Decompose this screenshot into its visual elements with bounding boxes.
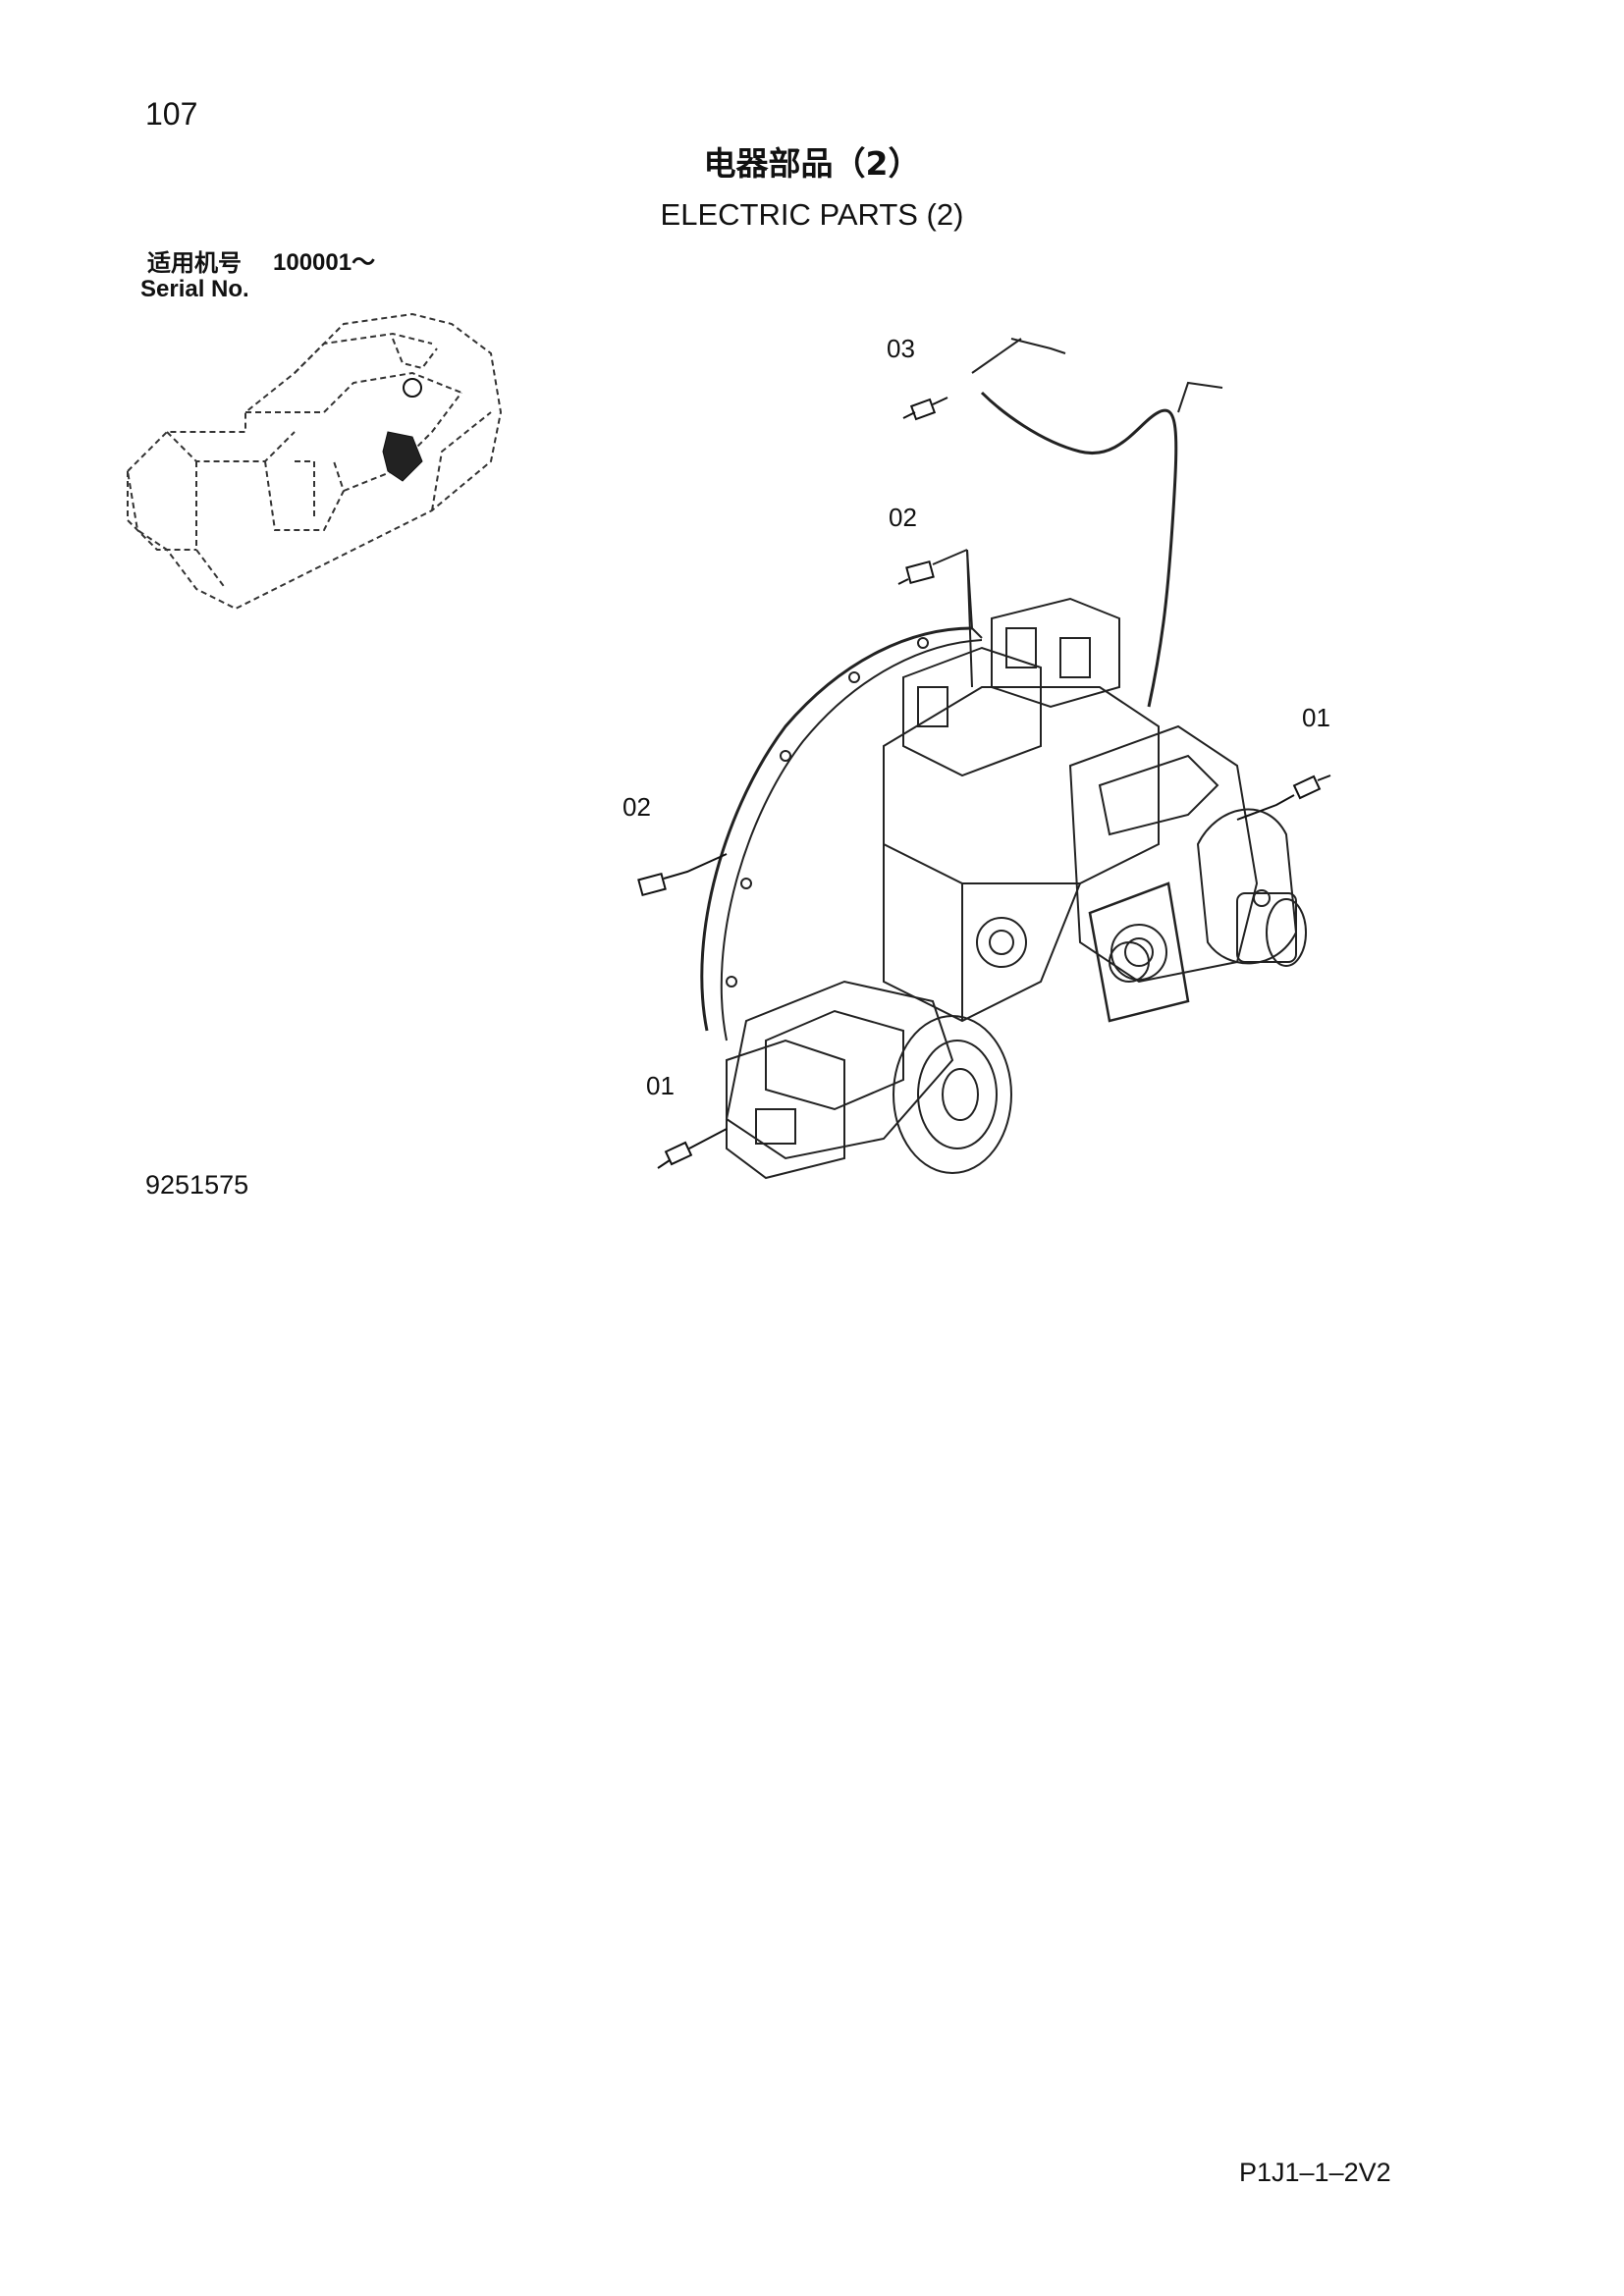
serial-range: 100001～ [273, 249, 376, 276]
part-02-upper-sensor-icon [897, 560, 935, 585]
callout-label-01-right: 01 [1302, 703, 1330, 732]
callout-label-02-left: 02 [623, 792, 651, 822]
figure-number: 9251575 [145, 1170, 249, 1200]
part-01-right-sensor-icon [1236, 774, 1331, 821]
page-title-chinese: 电器部品（2） [703, 144, 921, 183]
overview-highlight-icon [382, 378, 423, 482]
machine-location-overview [126, 312, 503, 611]
page-title-english: ELECTRIC PARTS (2) [660, 197, 964, 232]
part-02-left-sensor-icon [637, 853, 728, 897]
part-01-left-sensor-icon [657, 1128, 728, 1169]
serial-label-english: Serial No. [140, 276, 249, 302]
footer-code: P1J1–1–2V2 [1239, 2158, 1391, 2187]
callout-label-02-upper: 02 [889, 503, 917, 532]
pump-assembly-drawing [700, 338, 1307, 1180]
serial-label-chinese: 适用机号 [147, 249, 242, 277]
part-03-sensor-icon [902, 397, 948, 421]
callout-label-01-left: 01 [646, 1071, 675, 1100]
page-number: 107 [145, 96, 198, 132]
callout-label-03: 03 [887, 334, 915, 363]
